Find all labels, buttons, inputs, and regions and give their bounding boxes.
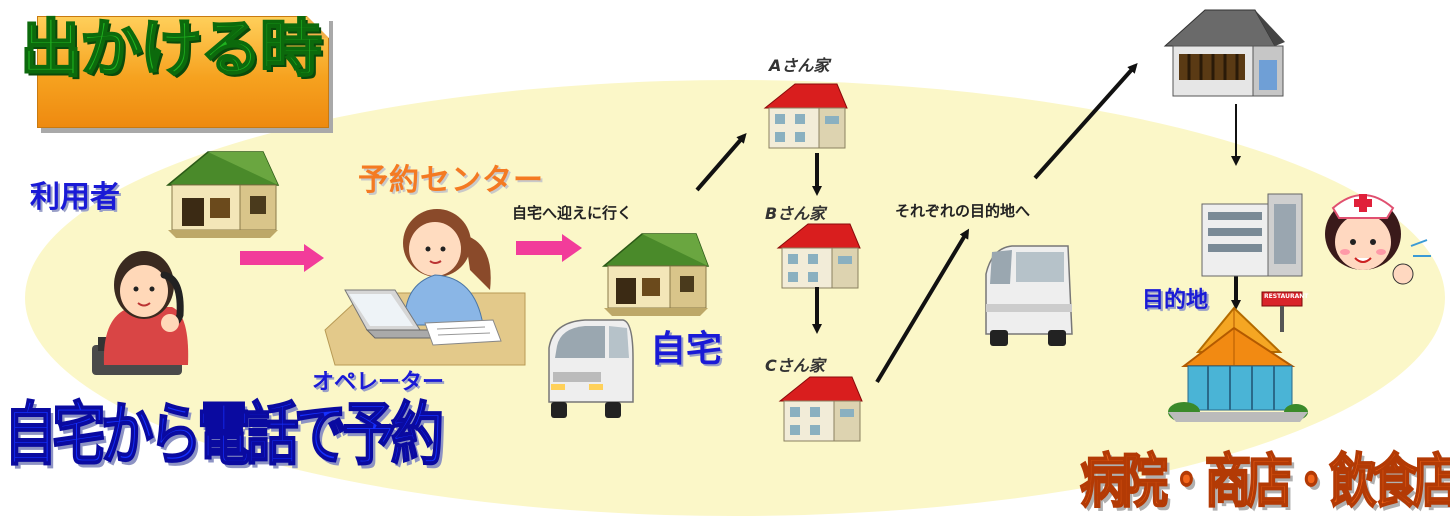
arrow-c-to-destinations [875, 228, 970, 384]
house-c-label: Cさん家 [765, 356, 825, 375]
house-icon [601, 233, 710, 316]
home-label: 自宅 [650, 329, 723, 370]
house-icon [165, 151, 280, 238]
page-title: 出かける時 [19, 12, 323, 85]
van-icon [985, 245, 1073, 346]
background-ellipse [25, 80, 1445, 516]
operator-label: オペレーター [312, 370, 445, 395]
title-banner [37, 16, 329, 128]
apartment-icon [776, 223, 861, 289]
van-icon [548, 319, 634, 418]
arrow-to-shop [1033, 63, 1138, 180]
hospital-icon [1201, 193, 1303, 277]
house-a-label: Aさん家 [769, 56, 830, 75]
pink-arrow-2 [516, 234, 582, 262]
destination-label: 目的地 [1142, 288, 1209, 313]
shop-icon [1163, 9, 1285, 97]
restaurant-icon [1168, 291, 1308, 422]
page-fold-corner [307, 16, 329, 38]
apartment-icon [778, 376, 863, 442]
arrow-to-house-a [695, 132, 747, 192]
destination-types-label: 病院・商店・飲食店等 [1079, 447, 1450, 515]
call-from-home-label: 自宅から電話で予約 [3, 396, 444, 475]
pink-arrow-1 [240, 244, 324, 272]
apartment-icon [763, 83, 848, 149]
pickup-label: 自宅へ迎えに行く [512, 204, 633, 222]
user-label: 利用者 [30, 180, 120, 215]
to-destinations-label: それぞれの目的地へ [895, 202, 1031, 220]
nurse-icon [1325, 194, 1431, 285]
restaurant-sign: RESTAURANT [1264, 293, 1309, 300]
house-b-label: Bさん家 [765, 204, 826, 223]
reservation-center-label: 予約センター [358, 163, 544, 198]
phone-user-icon [92, 251, 189, 375]
operator-icon [324, 209, 526, 366]
